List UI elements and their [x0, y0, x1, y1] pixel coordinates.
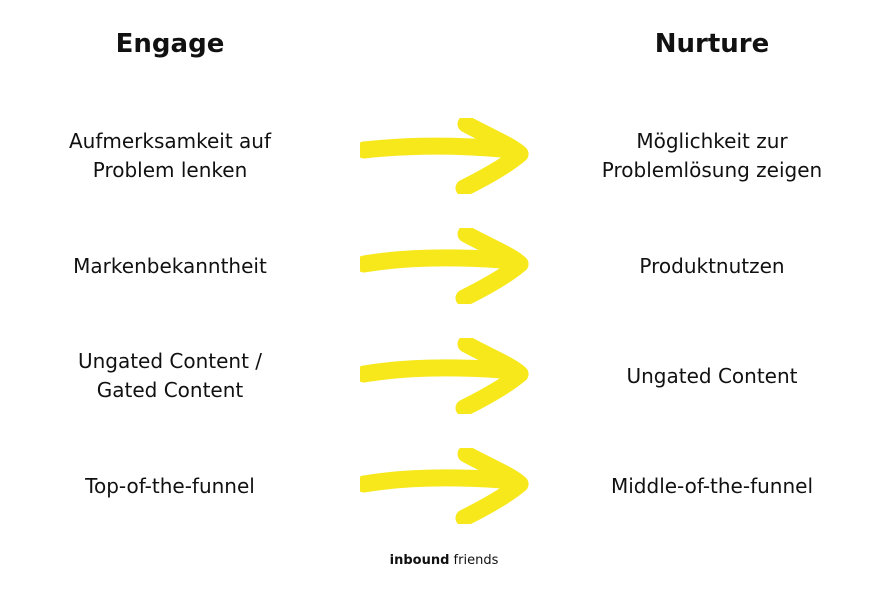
- arrow-right-icon: [360, 448, 529, 524]
- engage-item-line: Markenbekanntheit: [73, 253, 267, 278]
- column-header-nurture: Nurture: [654, 29, 770, 59]
- nurture-item: Möglichkeit zur Problemlösung zeigen: [562, 116, 862, 196]
- engage-item: Top-of-the-funnel: [20, 446, 320, 526]
- engage-item-line: Gated Content: [96, 378, 244, 402]
- brand-logo-strong: inbound: [389, 553, 450, 568]
- brand-logo-light: friends: [453, 553, 499, 568]
- nurture-item-line: Ungated Content: [626, 363, 798, 388]
- engage-item-line: Aufmerksamkeit auf: [68, 129, 272, 153]
- mapping-row: Ungated Content / Gated Content Ungated …: [0, 336, 888, 416]
- mapping-row: Top-of-the-funnel Middle-of-the-funnel: [0, 446, 888, 526]
- nurture-item: Produktnutzen: [562, 226, 862, 306]
- engage-item-line: Top-of-the-funnel: [85, 473, 255, 498]
- engage-item: Markenbekanntheit: [20, 226, 320, 306]
- nurture-item-line: Problemlösung zeigen: [601, 158, 823, 182]
- nurture-item-line: Middle-of-the-funnel: [610, 473, 814, 498]
- mapping-row: Markenbekanntheit Produktnutzen: [0, 226, 888, 306]
- nurture-item-line: Produktnutzen: [639, 253, 785, 278]
- engage-item-line: Ungated Content /: [77, 349, 263, 373]
- engage-item-line: Problem lenken: [92, 158, 248, 182]
- engage-item: Ungated Content / Gated Content: [20, 336, 320, 416]
- nurture-item-line: Möglichkeit zur: [636, 129, 788, 153]
- nurture-item: Ungated Content: [562, 336, 862, 416]
- engage-item: Aufmerksamkeit auf Problem lenken: [20, 116, 320, 196]
- mapping-row: Aufmerksamkeit auf Problem lenken Möglic…: [0, 116, 888, 196]
- arrow-right-icon: [360, 118, 529, 194]
- arrow-right-icon: [360, 338, 529, 414]
- column-header-engage: Engage: [115, 29, 225, 59]
- brand-logo: inbound friends: [0, 552, 888, 570]
- nurture-item: Middle-of-the-funnel: [562, 446, 862, 526]
- arrow-right-icon: [360, 228, 529, 304]
